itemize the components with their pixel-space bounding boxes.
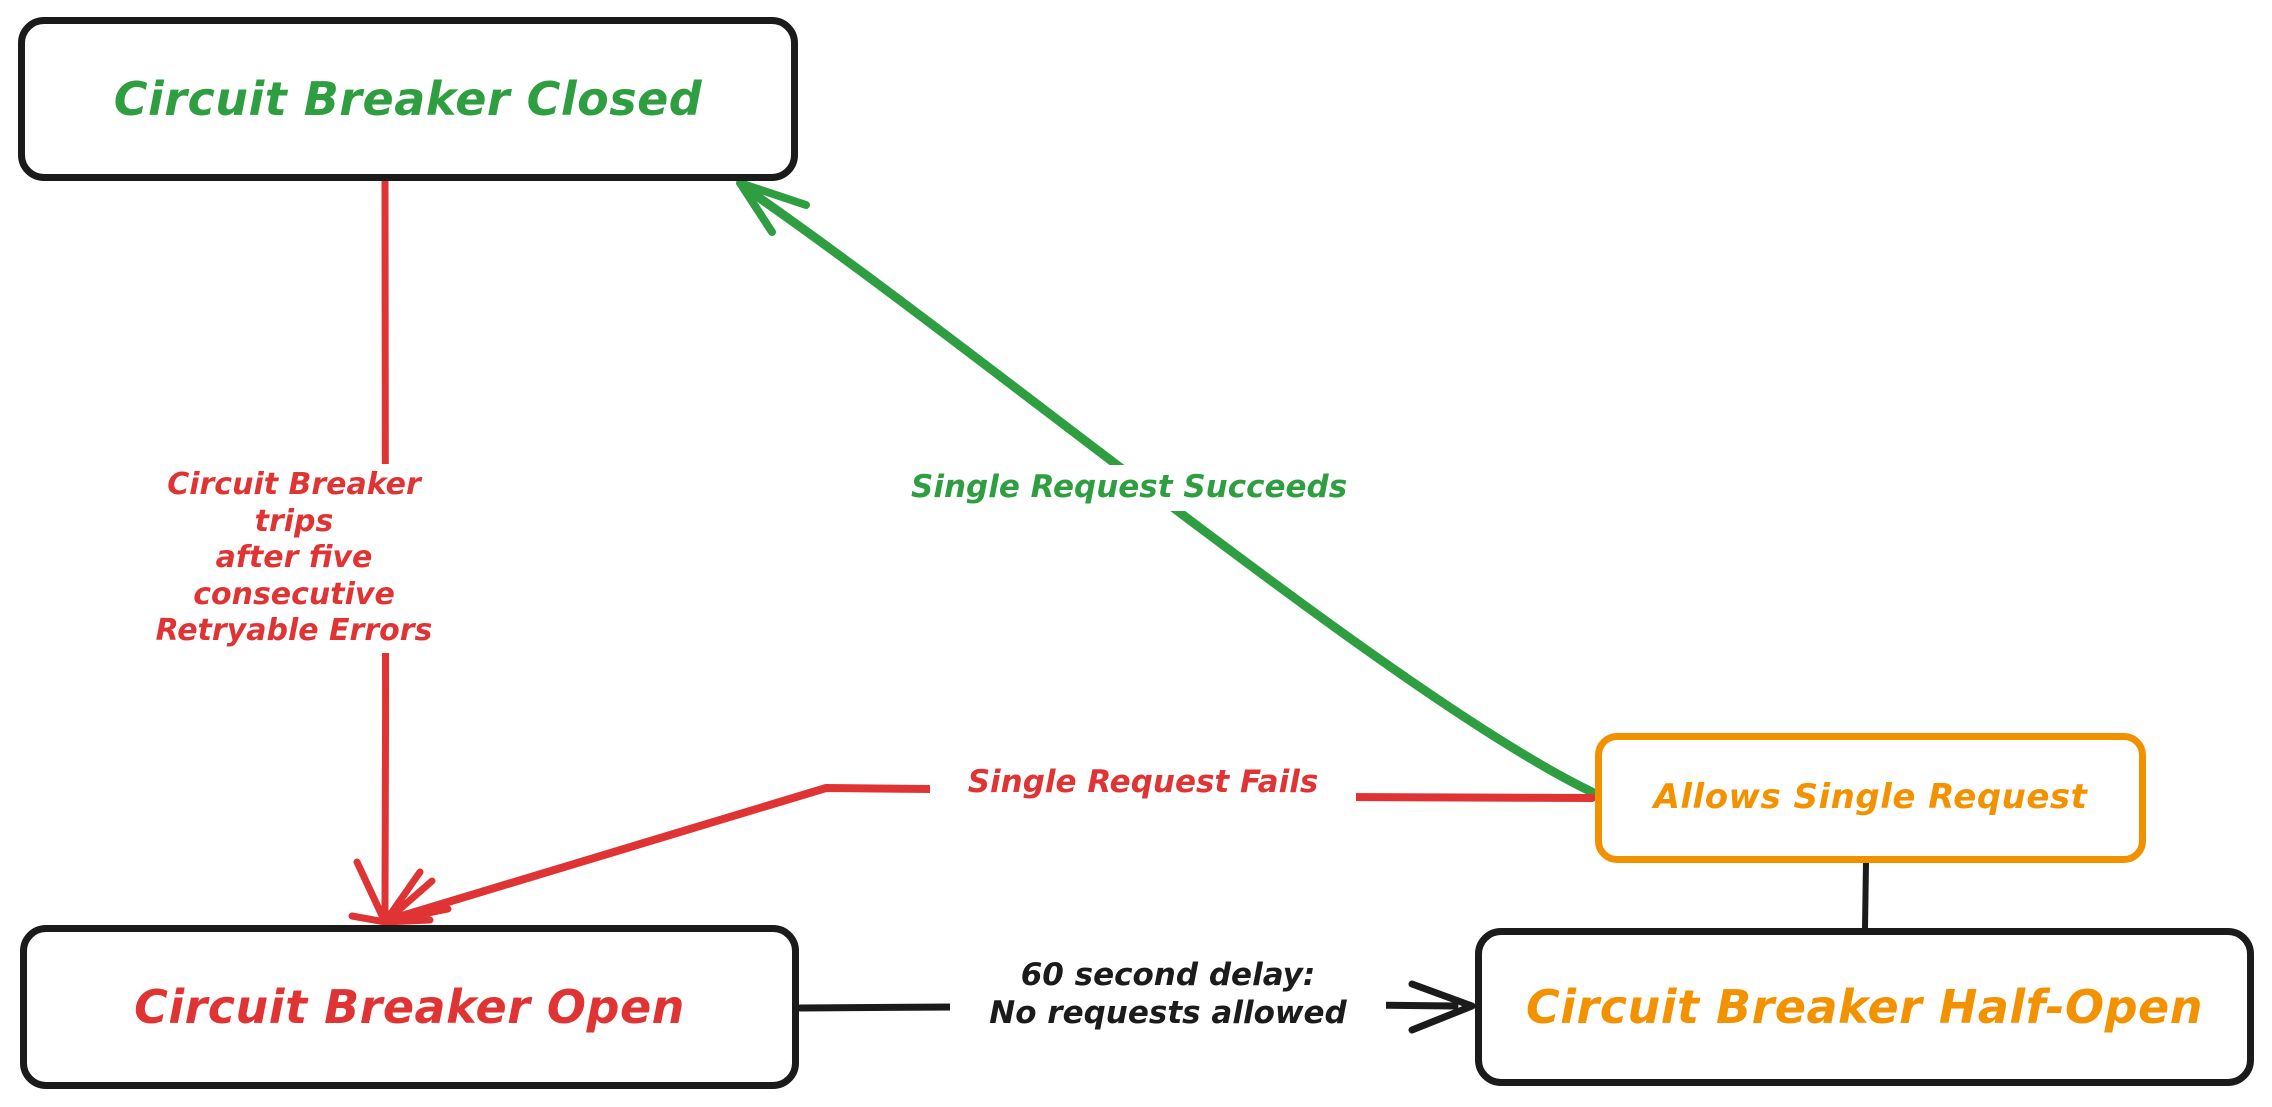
- edge-single-request-fails: [381, 784, 1596, 926]
- state-node-label: Circuit Breaker Half-Open: [1526, 979, 2203, 1034]
- state-node-label: Circuit Breaker Closed: [113, 71, 703, 126]
- edge-trips: [348, 177, 434, 928]
- edge-single-request-succeeds: [736, 179, 1597, 797]
- edge-60-second-delay: [796, 980, 1476, 1034]
- state-node-circuit-breaker-closed[interactable]: Circuit Breaker Closed: [18, 17, 798, 181]
- state-node-circuit-breaker-half-open[interactable]: Circuit Breaker Half-Open: [1475, 928, 2254, 1086]
- edge-halfopen-allows: [1862, 859, 1869, 931]
- state-node-circuit-breaker-open[interactable]: Circuit Breaker Open: [20, 925, 799, 1089]
- state-node-label: Allows Single Request: [1653, 777, 2088, 818]
- state-node-allows-single-request[interactable]: Allows Single Request: [1595, 733, 2146, 863]
- state-node-label: Circuit Breaker Open: [134, 979, 685, 1034]
